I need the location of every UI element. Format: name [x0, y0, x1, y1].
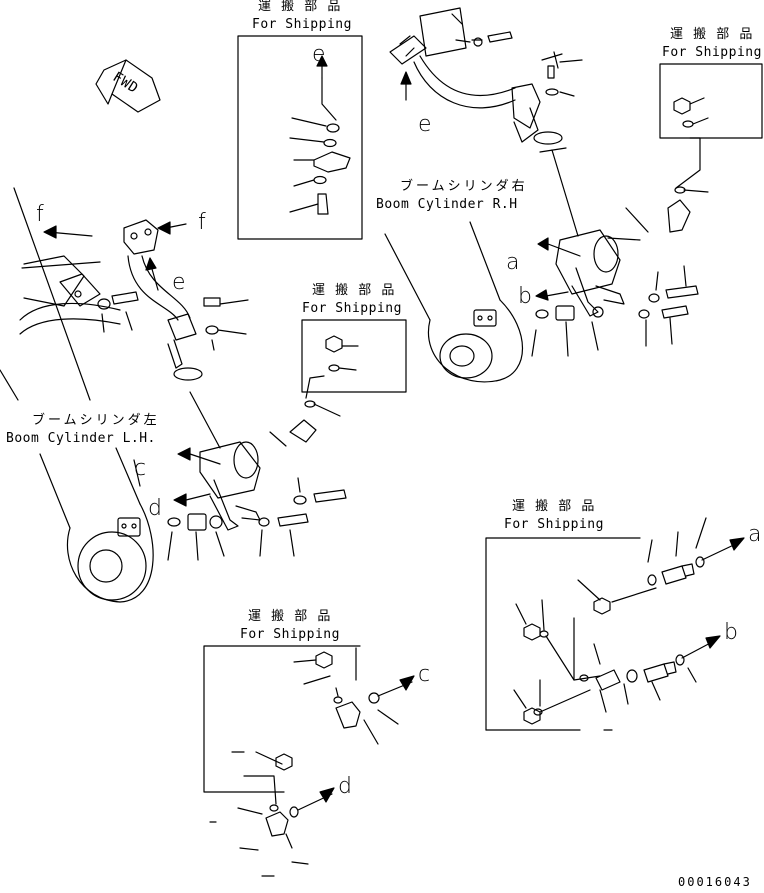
- boom-cylinder-left: [39, 391, 347, 603]
- pipe-assembly-e: [389, 7, 583, 153]
- shipping-title-en-5: For Shipping: [240, 627, 340, 642]
- shipping-title-en-1: For Shipping: [252, 17, 352, 32]
- letter-d-box: d: [338, 774, 352, 799]
- cylinder-right-en: Boom Cylinder R.H: [376, 197, 518, 212]
- shipping-title-jp-3: 運 搬 部 品: [312, 283, 398, 298]
- shipping-title-en-2: For Shipping: [662, 45, 762, 60]
- letter-d-left: d: [148, 496, 162, 521]
- drawing-code: 00016043: [678, 875, 752, 889]
- letter-e-box: e: [312, 42, 326, 67]
- letter-e-top: e: [418, 112, 432, 137]
- letter-c-box: c: [418, 662, 431, 687]
- shipping-title-en-3: For Shipping: [302, 301, 402, 316]
- shipping-title-jp-1: 運 搬 部 品: [258, 0, 344, 14]
- letter-f-left: f: [36, 202, 44, 227]
- shipping-box-c-d: [203, 645, 415, 877]
- cylinder-right-jp: ブームシリンダ右: [400, 179, 528, 194]
- shipping-box-e: [237, 35, 363, 240]
- letter-b-right: b: [518, 284, 532, 309]
- letter-c-left: c: [134, 456, 147, 481]
- shipping-title-en-4: For Shipping: [504, 517, 604, 532]
- shipping-box-left-fittings: [301, 319, 407, 417]
- pipe-assembly-left: [0, 187, 249, 401]
- shipping-box-a-b: [485, 517, 745, 731]
- letter-b-box: b: [724, 620, 738, 645]
- shipping-title-jp-2: 運 搬 部 品: [670, 27, 756, 42]
- shipping-box-right-fittings: [659, 63, 763, 194]
- cylinder-left-jp: ブームシリンダ左: [32, 413, 160, 428]
- shipping-title-jp-4: 運 搬 部 品: [512, 499, 598, 514]
- letter-a-box: a: [748, 522, 762, 547]
- fwd-arrow-icon: [95, 59, 161, 113]
- letter-e-left: e: [172, 270, 186, 295]
- letter-f-pipe: f: [198, 210, 206, 235]
- letter-a-right: a: [506, 250, 520, 275]
- shipping-title-jp-5: 運 搬 部 品: [248, 609, 334, 624]
- cylinder-left-en: Boom Cylinder L.H.: [6, 431, 156, 446]
- boom-cylinder-right: [384, 149, 699, 383]
